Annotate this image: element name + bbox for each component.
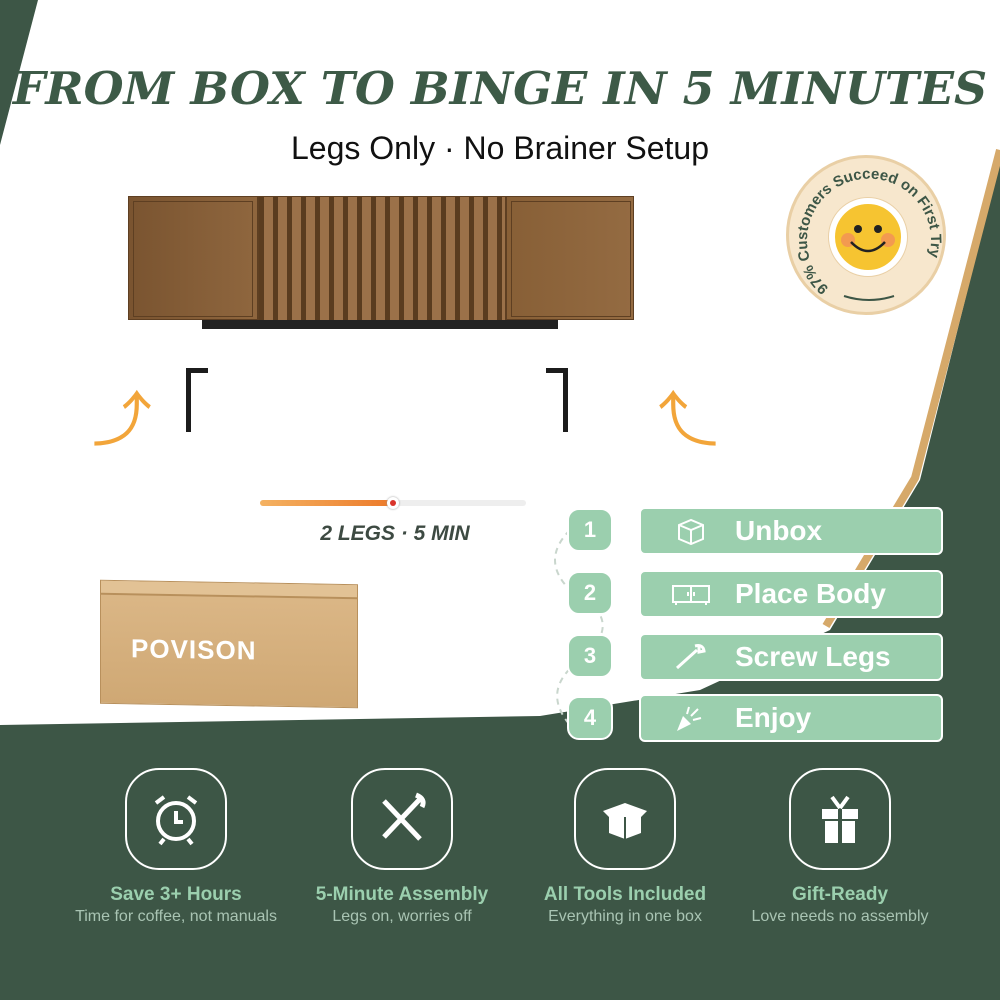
tv-stand-image <box>128 196 634 321</box>
step-number-4: 4 <box>567 696 613 740</box>
curved-arrow-up-icon: ⤴ <box>92 387 152 454</box>
headline: FROM BOX TO BINGE IN 5 MINUTES <box>12 62 988 115</box>
step-place-body: Place Body <box>639 570 943 618</box>
leg-right-image <box>546 368 568 432</box>
step-number-2: 2 <box>567 571 613 615</box>
feature-tools: All Tools Included Everything in one box <box>505 768 745 926</box>
curved-arrow-up-icon: ⤴ <box>658 387 718 454</box>
feature-desc: Love needs no assembly <box>751 908 929 925</box>
dashed-connector <box>554 529 604 726</box>
step-label: Screw Legs <box>735 641 891 672</box>
step-enjoy: Enjoy <box>639 694 943 742</box>
step-number-3: 3 <box>567 634 613 678</box>
cabinet-icon <box>672 585 710 605</box>
progress-knob <box>387 497 399 509</box>
tools-icon <box>382 792 426 841</box>
feature-title: Gift-Ready <box>791 884 889 905</box>
open-box-icon <box>603 803 647 839</box>
gift-icon <box>822 795 858 843</box>
feature-title: All Tools Included <box>543 884 707 905</box>
smiley-icon <box>829 198 907 276</box>
tv-stand-base <box>202 320 558 329</box>
box-icon <box>678 518 704 545</box>
progress-label: 2 LEGS · 5 MIN <box>320 522 470 545</box>
step-screw-legs: Screw Legs <box>639 633 943 681</box>
alarm-clock-icon <box>154 795 198 846</box>
feature-assembly: 5-Minute Assembly Legs on, worries off <box>282 768 522 926</box>
progress-slider <box>260 497 526 509</box>
subtitle: Legs Only · No Brainer Setup <box>291 130 709 166</box>
step-label: Place Body <box>735 578 886 609</box>
success-badge: 97% Customers Succeed on First Try <box>786 155 946 315</box>
leg-left-image <box>186 368 208 432</box>
feature-desc: Legs on, worries off <box>332 908 472 925</box>
step-label: Unbox <box>735 515 823 546</box>
feature-gift: Gift-Ready Love needs no assembly <box>720 768 960 926</box>
feature-title: Save 3+ Hours <box>110 884 242 905</box>
step-label: Enjoy <box>735 702 812 733</box>
step-unbox: Unbox <box>639 507 943 555</box>
party-popper-icon <box>677 706 702 731</box>
feature-desc: Time for coffee, not manuals <box>75 908 277 925</box>
feature-title: 5-Minute Assembly <box>315 884 489 905</box>
box-logo: POVISON <box>131 633 257 666</box>
step-number-1: 1 <box>567 508 613 552</box>
progress-fill <box>260 500 393 506</box>
feature-desc: Everything in one box <box>548 908 702 925</box>
shipping-box-image: POVISON <box>100 579 358 709</box>
feature-save-time: Save 3+ Hours Time for coffee, not manua… <box>56 768 296 926</box>
wrench-icon <box>675 644 706 670</box>
